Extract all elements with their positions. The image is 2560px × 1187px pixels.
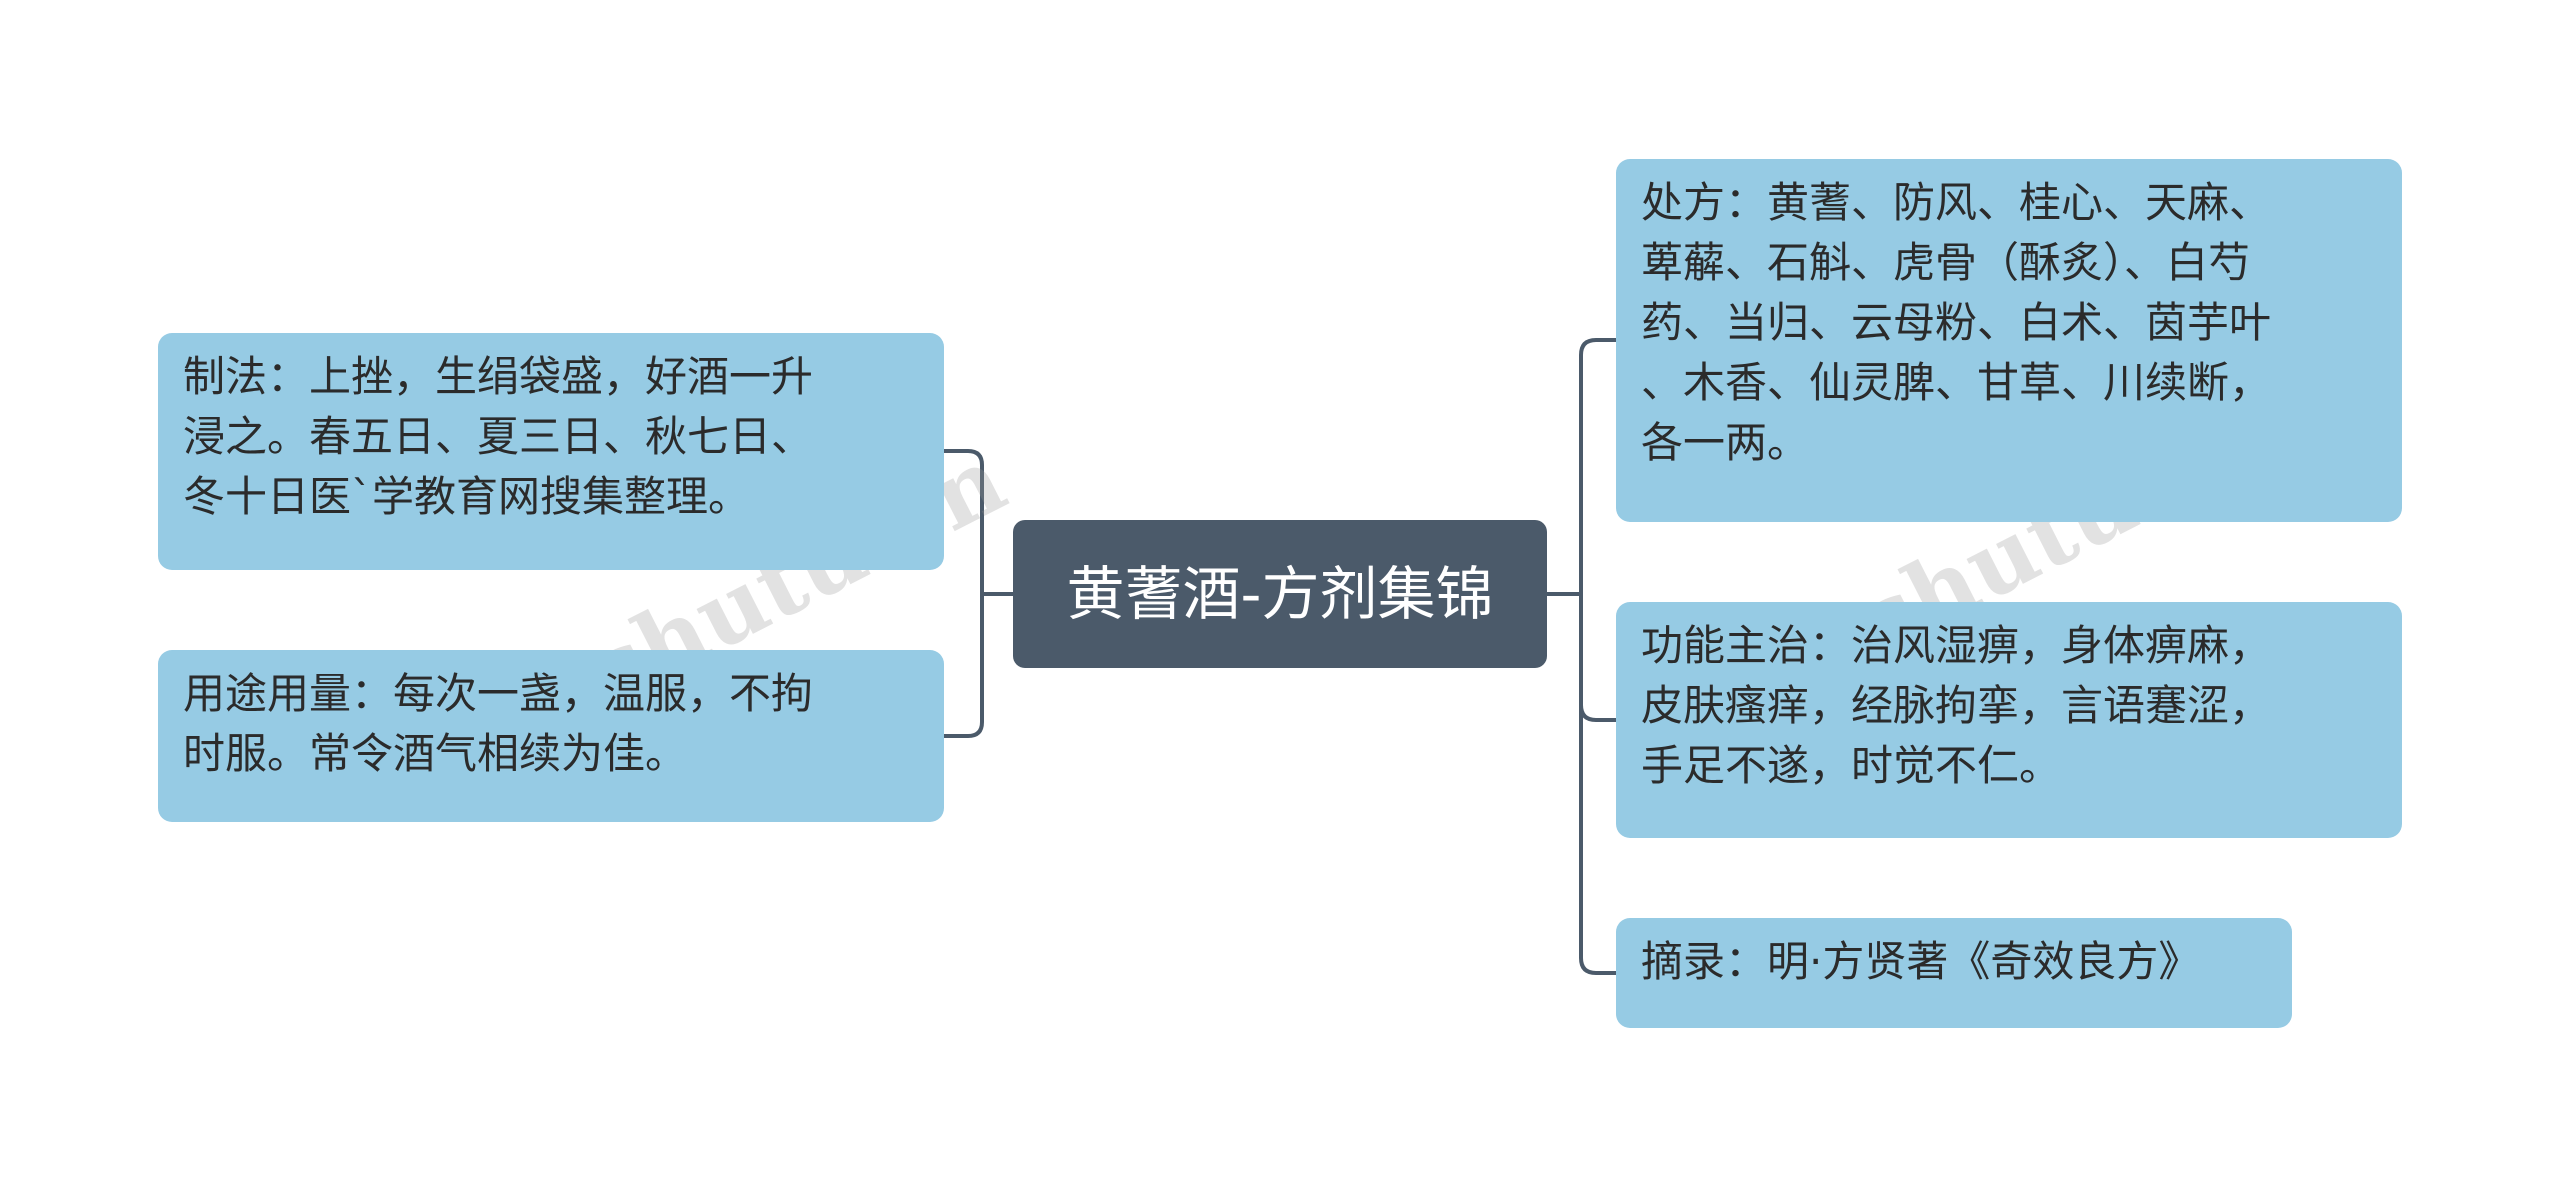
connector-left-bracket xyxy=(944,449,984,738)
node-source[interactable]: 摘录：明·方贤著《奇效良方》 xyxy=(1616,918,2292,1028)
node-usage-dosage[interactable]: 用途用量：每次一盏，温服，不拘 时服。常令酒气相续为佳。 xyxy=(158,650,944,822)
connector-right-bracket xyxy=(1579,338,1616,975)
node-preparation[interactable]: 制法：上挫，生绢袋盛，好酒一升 浸之。春五日、夏三日、秋七日、 冬十日医`学教育… xyxy=(158,333,944,570)
node-prescription[interactable]: 处方：黄蓍、防风、桂心、天麻、 萆薢、石斛、虎骨（酥炙）、白芍 药、当归、云母粉… xyxy=(1616,159,2402,522)
node-indications[interactable]: 功能主治：治风湿痹，身体痹麻， 皮肤瘙痒，经脉拘挛，言语蹇涩， 手足不遂，时觉不… xyxy=(1616,602,2402,838)
center-topic[interactable]: 黄蓍酒-方剂集锦 xyxy=(1013,520,1547,668)
